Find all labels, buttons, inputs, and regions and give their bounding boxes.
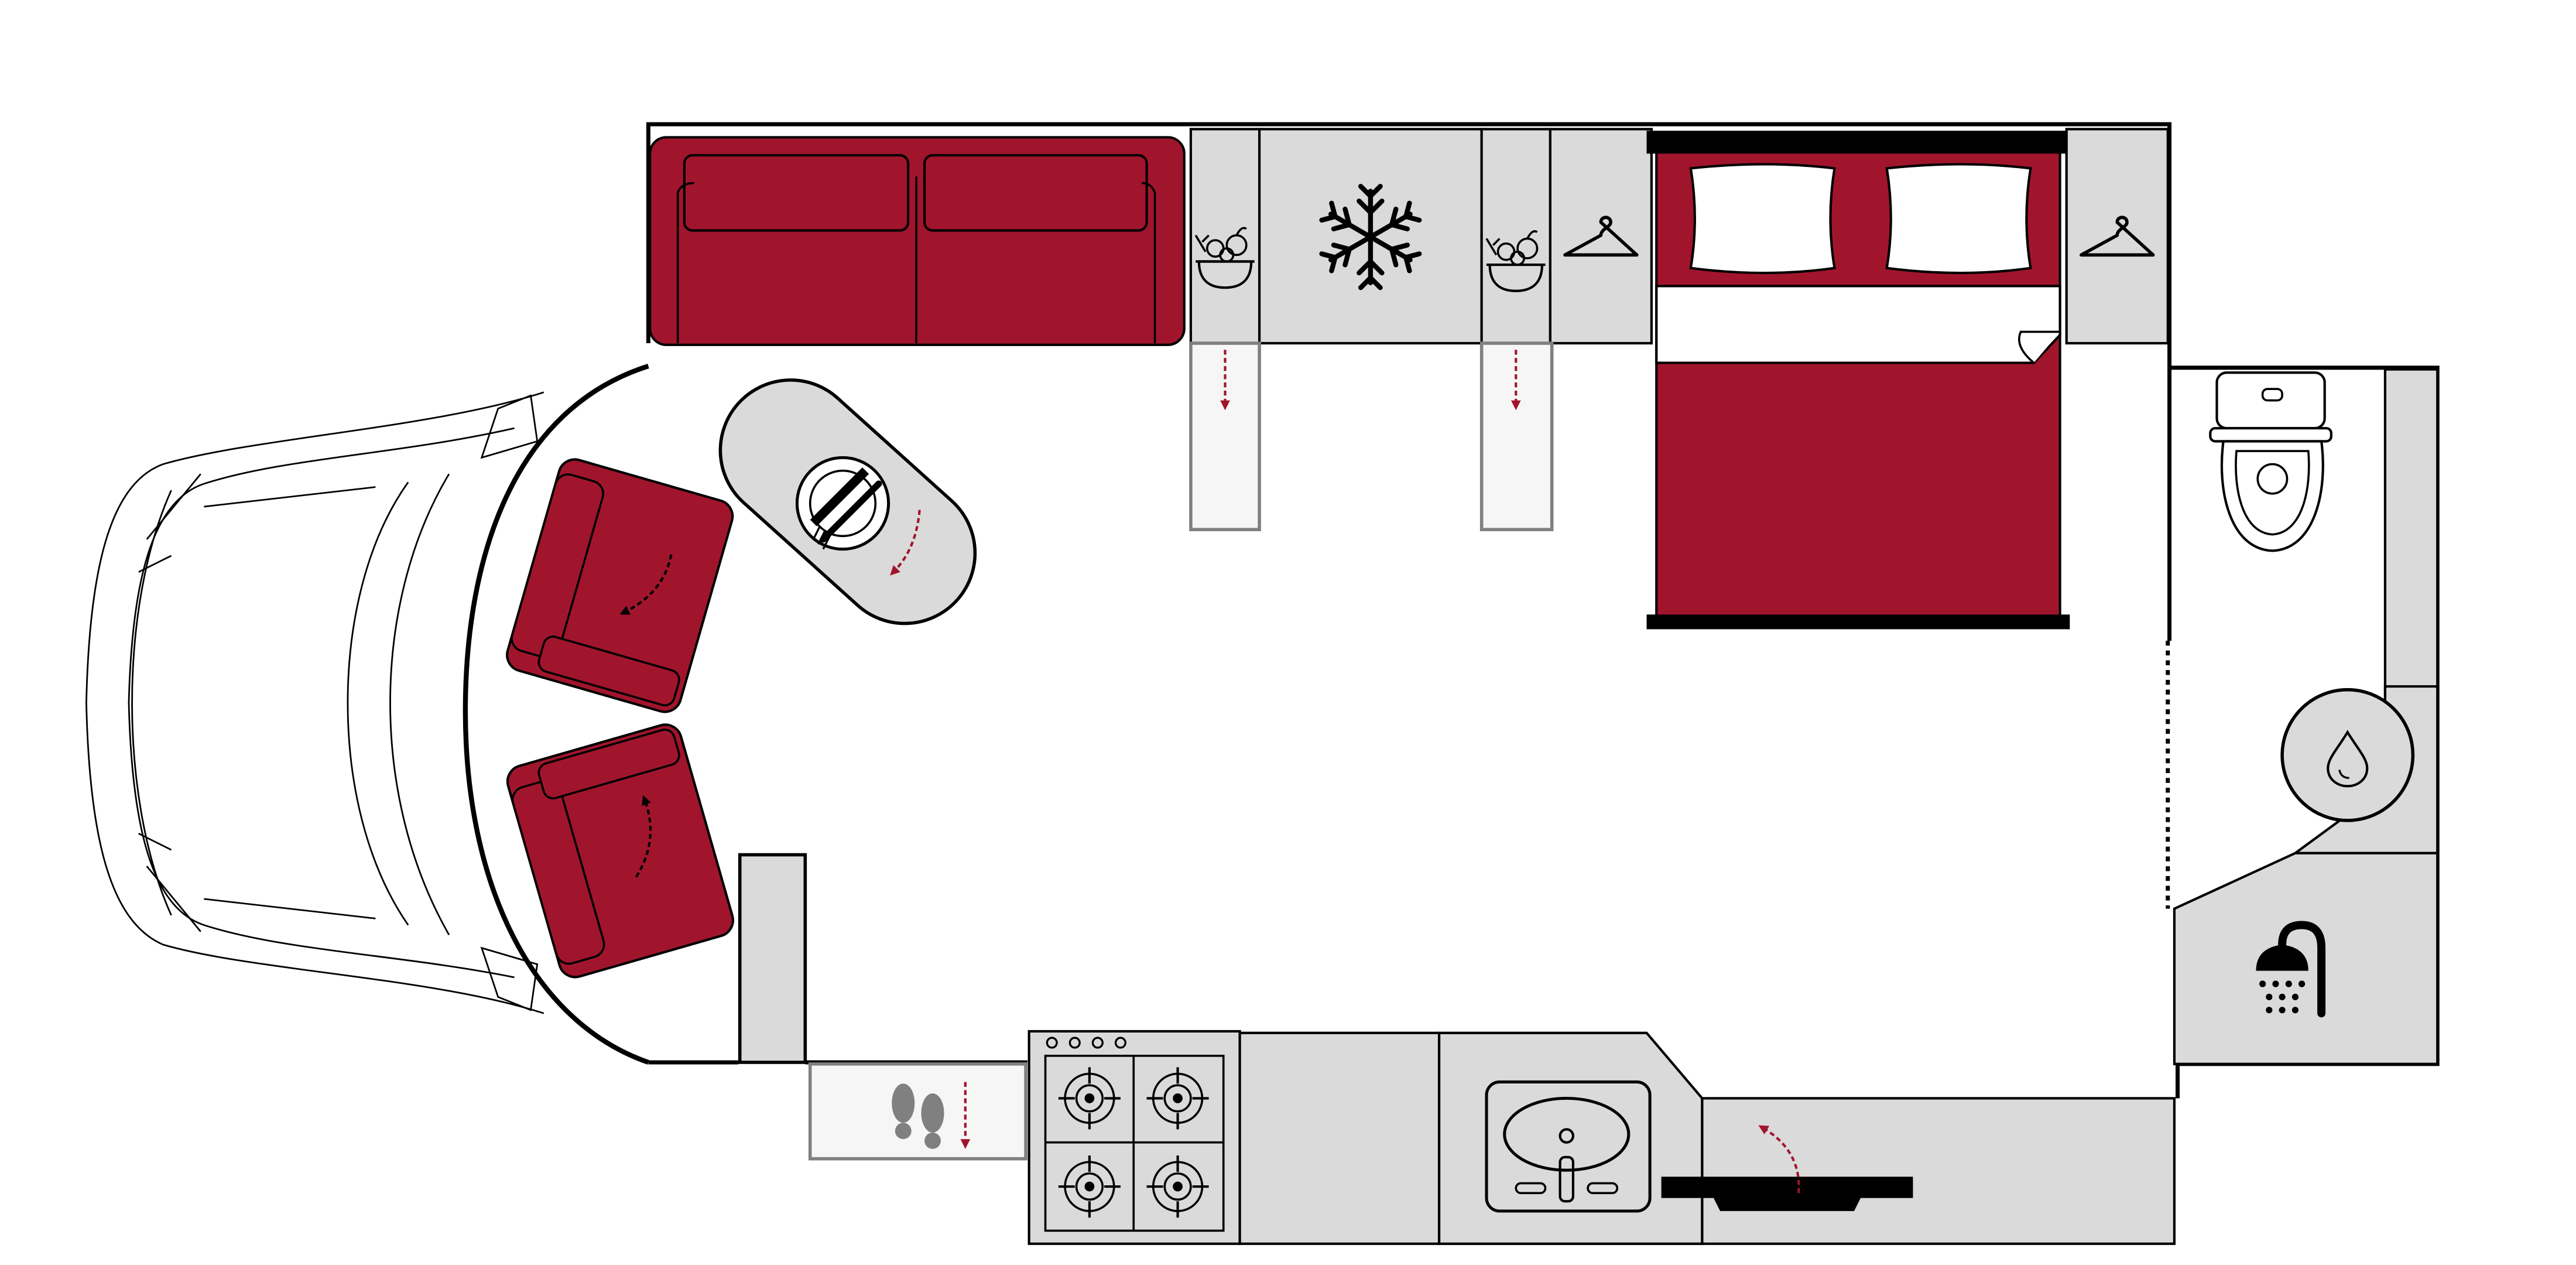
water-drop-icon <box>2327 730 2369 788</box>
swivel-seat-passenger[interactable] <box>503 721 737 981</box>
pillow-right <box>1885 163 2032 275</box>
footprints-icon <box>892 1083 944 1149</box>
pillow-left <box>1689 163 1836 275</box>
vehicle-cab <box>85 391 544 1014</box>
double-bed[interactable] <box>1646 131 2070 630</box>
shower[interactable] <box>2173 852 2439 1065</box>
kitchen-sink[interactable] <box>1438 1031 1704 1245</box>
fridge[interactable] <box>1258 128 1483 345</box>
entry-step[interactable] <box>808 1062 1027 1161</box>
pantry-cabinet-left[interactable] <box>1189 128 1261 345</box>
plate-cutlery-icon <box>795 456 890 551</box>
pantry-cabinet-right[interactable] <box>1480 128 1551 345</box>
sheet-fold <box>1655 285 2061 364</box>
toilet[interactable] <box>2209 371 2332 552</box>
swivel-seat-driver[interactable] <box>503 456 737 716</box>
bathroom-vanity[interactable] <box>2280 685 2439 854</box>
kitchen-bench <box>1238 1031 1441 1245</box>
cooktop[interactable] <box>1027 1030 1241 1245</box>
shower-icon <box>2256 921 2326 1018</box>
pull-out-drawer-right[interactable] <box>1479 341 1554 531</box>
dining-table[interactable] <box>691 351 1004 652</box>
wardrobe-left[interactable] <box>1549 128 1653 345</box>
kitchen-bench-extension[interactable] <box>1661 1097 2176 1245</box>
lounge-sofa[interactable] <box>649 136 1186 346</box>
snowflake-icon <box>1321 183 1420 288</box>
bathroom-cabinet <box>2383 368 2439 747</box>
wardrobe-right[interactable] <box>2065 128 2169 345</box>
entry-partition <box>738 853 807 1064</box>
pull-out-drawer-left[interactable] <box>1189 341 1261 531</box>
